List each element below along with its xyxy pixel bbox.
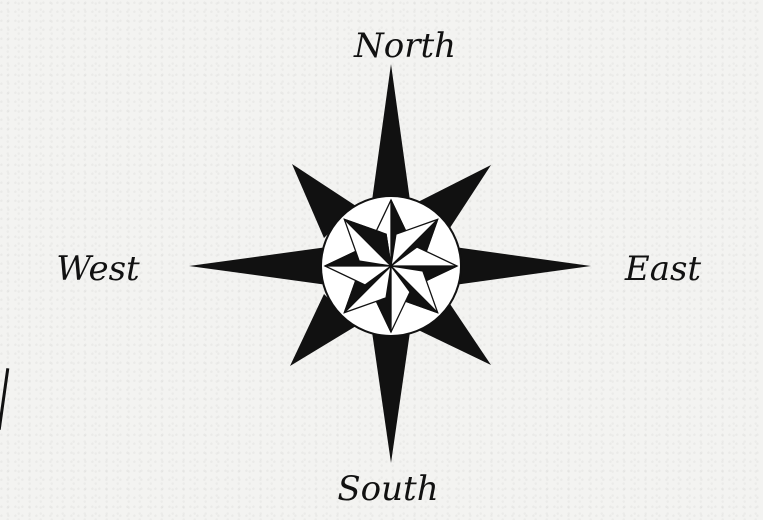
- south-point: [370, 318, 412, 463]
- label-west: West: [56, 249, 140, 289]
- label-south: South: [337, 469, 438, 509]
- label-north: North: [353, 26, 456, 66]
- label-east: East: [624, 249, 702, 289]
- east-point: [440, 245, 591, 287]
- north-point: [370, 64, 412, 215]
- inner-star: [325, 200, 457, 332]
- west-point: [189, 245, 342, 287]
